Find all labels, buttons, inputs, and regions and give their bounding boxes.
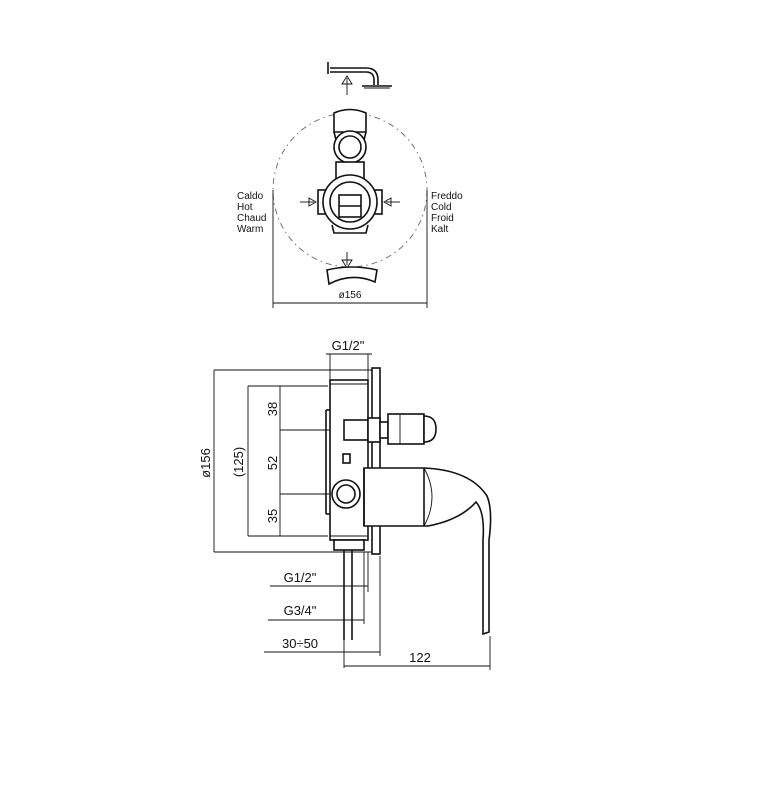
dim-top-label: 38	[265, 402, 280, 416]
cold-label-it: Freddo	[431, 191, 463, 202]
dim-bottom-label: 35	[265, 509, 280, 523]
dim-mid-label: 52	[265, 456, 280, 470]
outlet-pipe	[333, 539, 365, 640]
inlet-top-label: G1/2"	[332, 338, 365, 353]
spout-icon	[326, 266, 378, 286]
hot-label-de: Warm	[237, 224, 263, 235]
outlet-label-1: G1/2"	[284, 570, 317, 585]
valve-body	[325, 379, 369, 541]
outlet-label-2: G3/4"	[284, 603, 317, 618]
cold-label-en: Cold	[431, 202, 452, 213]
diverter-body	[333, 108, 367, 181]
hot-label-fr: Chaud	[237, 213, 266, 224]
arrow-down-icon	[341, 252, 353, 269]
arrow-right-icon	[300, 197, 317, 207]
side-view: ø156 (125) 38 52 35 G1/2"	[198, 338, 492, 670]
depth-label: 30÷50	[282, 636, 318, 651]
arrow-left-icon	[383, 197, 400, 207]
body-height-label: (125)	[231, 447, 246, 477]
escutcheon-plate	[371, 367, 381, 555]
hot-label-it: Caldo	[237, 191, 264, 202]
cold-label-fr: Froid	[431, 213, 454, 224]
mixer-body	[317, 174, 383, 234]
shower-head-icon	[327, 62, 392, 89]
cold-label-de: Kalt	[431, 224, 448, 235]
side-diameter-label: ø156	[198, 448, 213, 478]
hot-labels: Caldo Hot Chaud Warm	[237, 191, 266, 235]
hot-label-en: Hot	[237, 202, 253, 213]
top-diameter-label: ø156	[339, 290, 362, 301]
top-view: ø156	[237, 62, 463, 308]
bottom-dimensions: G1/2" G3/4" 30÷50 122	[264, 552, 491, 670]
diverter-knob	[367, 413, 437, 445]
arrow-up-icon	[341, 75, 353, 95]
cold-labels: Freddo Cold Froid Kalt	[431, 191, 463, 235]
handle-length-label: 122	[409, 650, 431, 665]
mixer-handle	[363, 467, 492, 636]
